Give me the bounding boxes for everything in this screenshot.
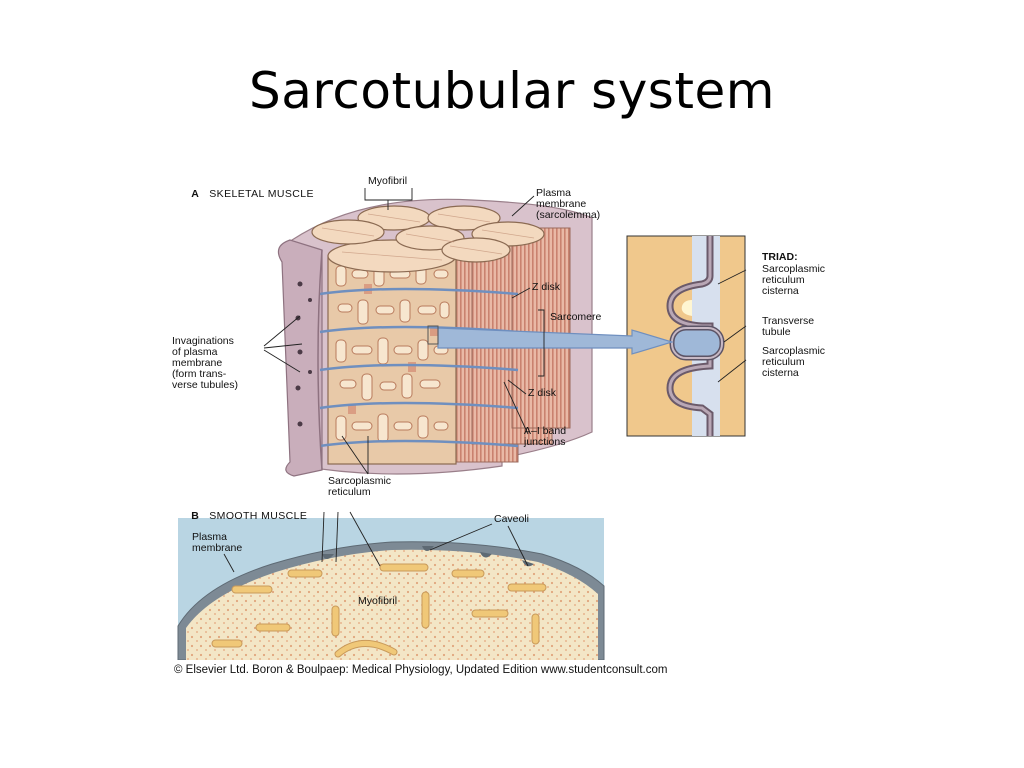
label-sarcoplasmic-reticulum: Sarcoplasmic reticulum [328, 475, 392, 498]
label-caveoli: Caveoli [494, 513, 530, 525]
label-sr-cisterna-bottom: Sarcoplasmic reticulum cisterna [762, 345, 826, 379]
figure-credit: © Elsevier Ltd. Boron & Boulpaep: Medica… [174, 660, 850, 680]
sarcotubular-figure: A SKELETAL MUSCLE Myofibril Plasma membra… [172, 166, 852, 686]
label-sarcomere: Sarcomere [550, 311, 602, 323]
label-myofibril-smooth: Myofibril [358, 595, 398, 607]
triad-inset [626, 235, 746, 437]
figure-artwork [177, 188, 747, 661]
label-myofibril: Myofibril [368, 175, 408, 187]
triad-source-box [427, 325, 439, 345]
label-sr-cisterna-top: Sarcoplasmic reticulum cisterna [762, 263, 826, 297]
label-ai-band-junctions: A–I band junctions [524, 425, 567, 448]
section-a-letter: A [191, 188, 200, 200]
leader-lines-a [263, 188, 747, 475]
section-b-letter: B [191, 510, 200, 522]
section-b-label: SMOOTH MUSCLE [209, 510, 308, 522]
label-invaginations: Invaginations of plasma membrane (form t… [172, 335, 238, 391]
label-transverse-tubule: Transverse tubule [762, 315, 815, 338]
section-a-heading: A SKELETAL MUSCLE [178, 178, 314, 211]
label-plasma-membrane-sarcolemma: Plasma membrane (sarcolemma) [536, 187, 601, 221]
label-z-disk-top: Z disk [532, 281, 561, 293]
zoom-arrow [437, 327, 675, 355]
section-a-label: SKELETAL MUSCLE [209, 188, 314, 200]
triad-heading: TRIAD: [762, 251, 798, 263]
section-b-heading: B SMOOTH MUSCLE [178, 500, 307, 533]
label-z-disk-bottom: Z disk [528, 387, 557, 399]
smooth-muscle-drawing [177, 511, 605, 661]
label-plasma-membrane-smooth: Plasma membrane [192, 531, 243, 554]
slide-title: Sarcotubular system [249, 62, 775, 120]
